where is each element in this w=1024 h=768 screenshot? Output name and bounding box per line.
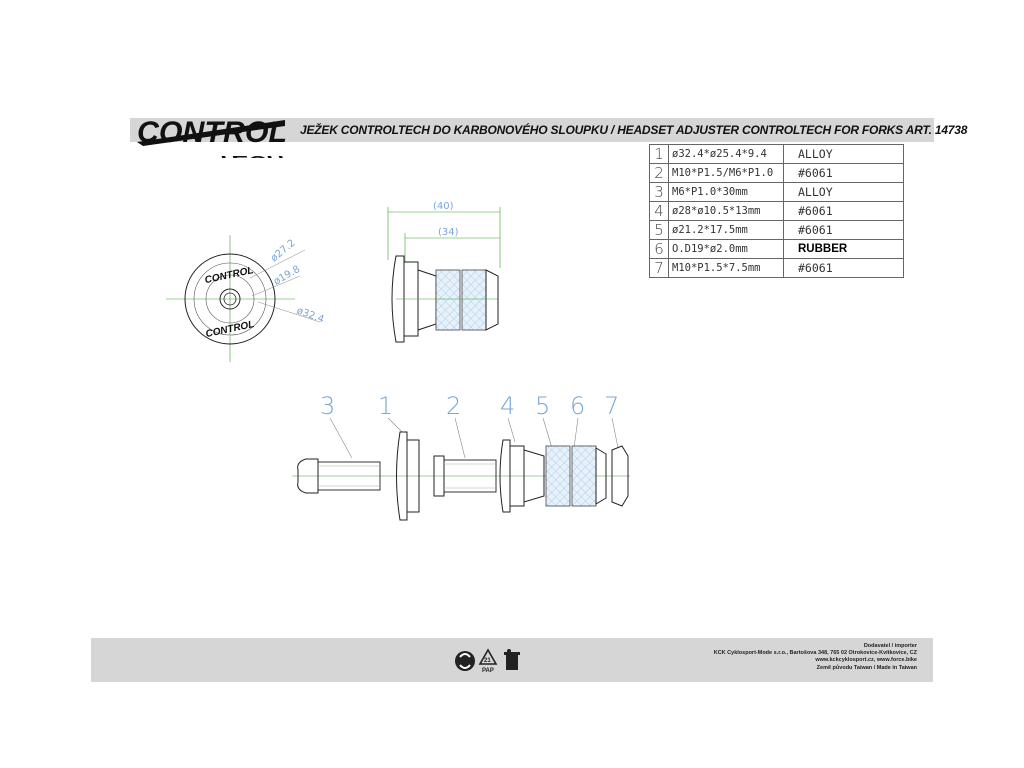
callout-7: 7: [604, 392, 619, 420]
supplier-websites: www.kckcyklosport.cz, www.force.bike: [815, 657, 917, 664]
part-material: #6061: [783, 258, 904, 278]
recycle-icon: [455, 651, 475, 671]
dim-front-d1: ø27.2: [269, 238, 298, 265]
part-spec: ø28*ø10.5*13mm: [668, 201, 784, 221]
pap-21-recycle-icon: 21 PAP: [478, 648, 498, 674]
document-title: JEŽEK CONTROLTECH DO KARBONOVÉHO SLOUPKU…: [300, 123, 968, 137]
trash-bin-icon: [504, 649, 520, 670]
controltech-logo: CONTROL TECH: [137, 116, 287, 158]
svg-text:TECH: TECH: [217, 153, 287, 158]
supplier-info: Dodavatel / importer KCK Cyklosport-Mode…: [714, 643, 917, 672]
part-spec: M10*P1.5/M6*P1.0: [668, 163, 784, 183]
supplier-address: KCK Cyklosport-Mode s.r.o., Bartošova 34…: [713, 650, 917, 657]
front-view: CONTROL CONTROL ø27.2 ø19.8 ø32.4: [166, 235, 325, 362]
part-material: ALLOY: [783, 144, 904, 164]
dim-side-body: (34): [438, 227, 459, 238]
callout-3: 3: [320, 392, 335, 420]
svg-text:PAP: PAP: [482, 668, 494, 674]
footer-icons: 21 PAP: [455, 648, 520, 674]
side-view: (40) (34): [387, 201, 501, 343]
callout-1: 1: [378, 392, 393, 420]
supplier-heading: Dodavatel / importer: [863, 643, 917, 649]
exploded-view: 3 1 2 4 5 6 7: [292, 392, 630, 521]
callout-4: 4: [500, 392, 515, 420]
svg-text:21: 21: [484, 658, 491, 664]
callout-6: 6: [570, 392, 585, 420]
country-of-origin: Země původu Taiwan / Made in Taiwan: [816, 664, 917, 671]
svg-text:CONTROL: CONTROL: [137, 116, 287, 149]
part-number: 7: [649, 258, 669, 278]
dim-side-total: (40): [433, 201, 454, 212]
part-spec: O.D19*ø2.0mm: [668, 239, 784, 259]
header-band: [130, 118, 934, 142]
callout-2: 2: [446, 392, 461, 420]
part-material: #6061: [783, 201, 904, 221]
part-spec: M10*P1.5*7.5mm: [668, 258, 784, 278]
callout-5: 5: [535, 392, 550, 420]
part-spec: M6*P1.0*30mm: [668, 182, 784, 202]
dim-front-d2: ø19.8: [272, 264, 302, 288]
part-material: #6061: [783, 220, 904, 240]
dim-front-d3: ø32.4: [295, 305, 325, 325]
